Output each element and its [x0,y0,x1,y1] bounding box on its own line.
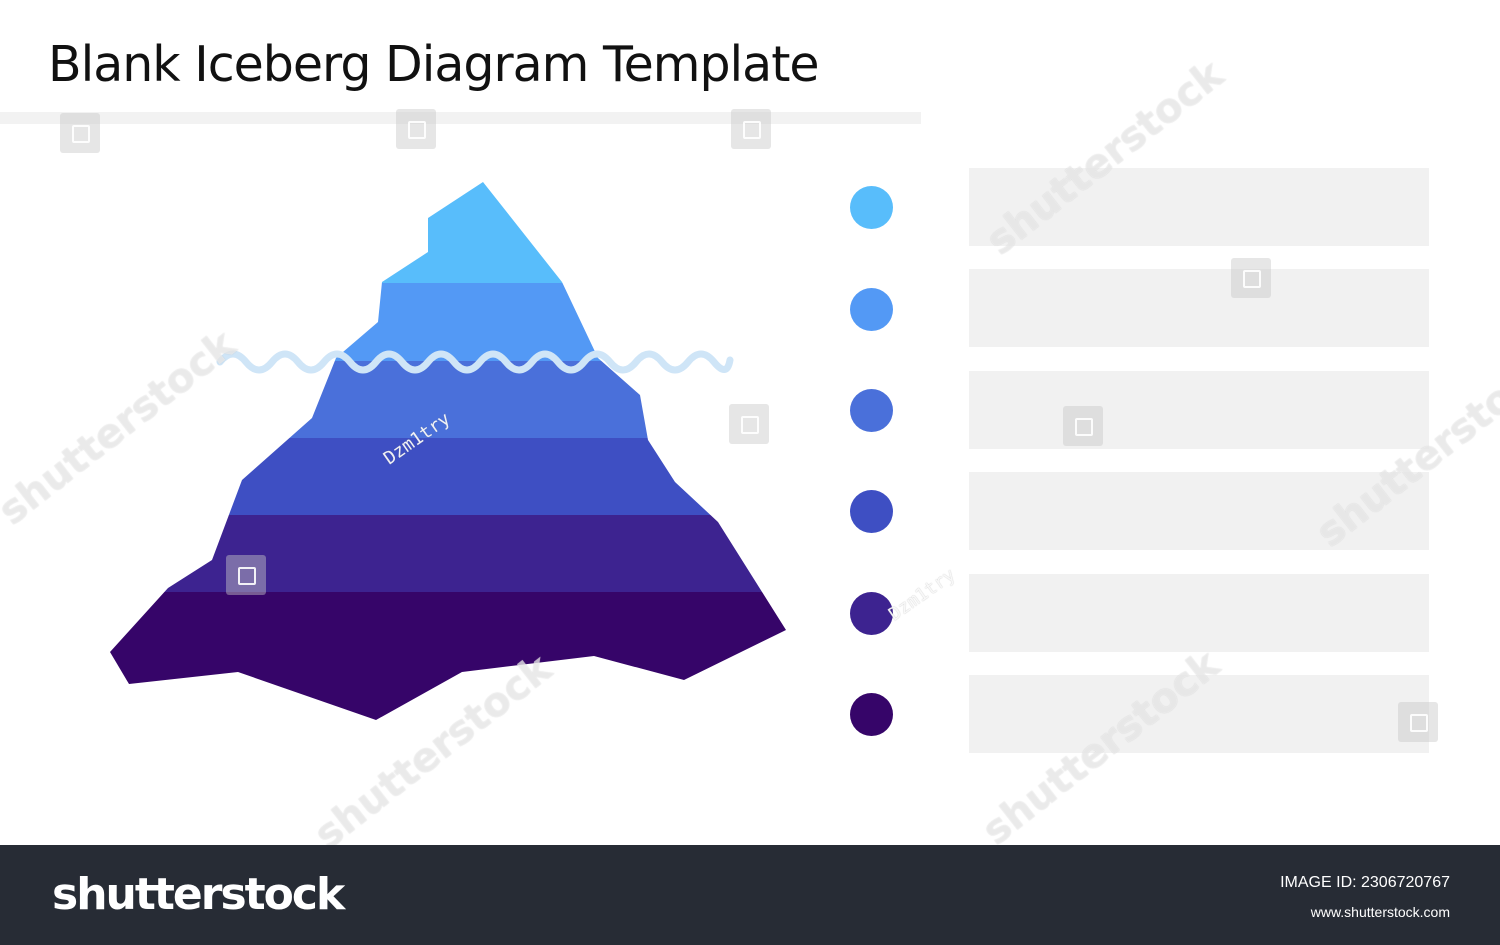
layer-marker-2 [850,288,893,331]
image-id-label: IMAGE ID: 2306720767 [1280,874,1450,891]
layer-marker-5 [850,592,893,635]
water-line [216,350,734,374]
footer-url: www.shutterstock.com [1310,904,1450,920]
diagram-title: Blank Iceberg Diagram Template [48,36,820,93]
layer-text-box-6 [969,675,1429,753]
iceberg-layer-3 [110,361,786,438]
layer-text-box-1 [969,168,1429,246]
layer-marker-6 [850,693,893,736]
layer-marker-1 [850,186,893,229]
iceberg-layer-2 [110,283,786,361]
iceberg-layer-5 [110,515,786,592]
iceberg-layer-4 [110,438,786,515]
layer-text-box-3 [969,371,1429,449]
shutterstock-logo: shutterstock [52,869,345,920]
iceberg-illustration [110,182,786,720]
layer-marker-3 [850,389,893,432]
diagram-canvas: Blank Iceberg Diagram Template [0,36,1500,845]
stock-footer: shutterstock IMAGE ID: 2306720767 www.sh… [0,845,1500,945]
title-divider [0,112,921,124]
layer-text-box-4 [969,472,1429,550]
layer-text-box-2 [969,269,1429,347]
layer-marker-4 [850,490,893,533]
iceberg-layer-1 [110,182,786,283]
layer-text-box-5 [969,574,1429,652]
iceberg-layer-6 [110,592,786,720]
